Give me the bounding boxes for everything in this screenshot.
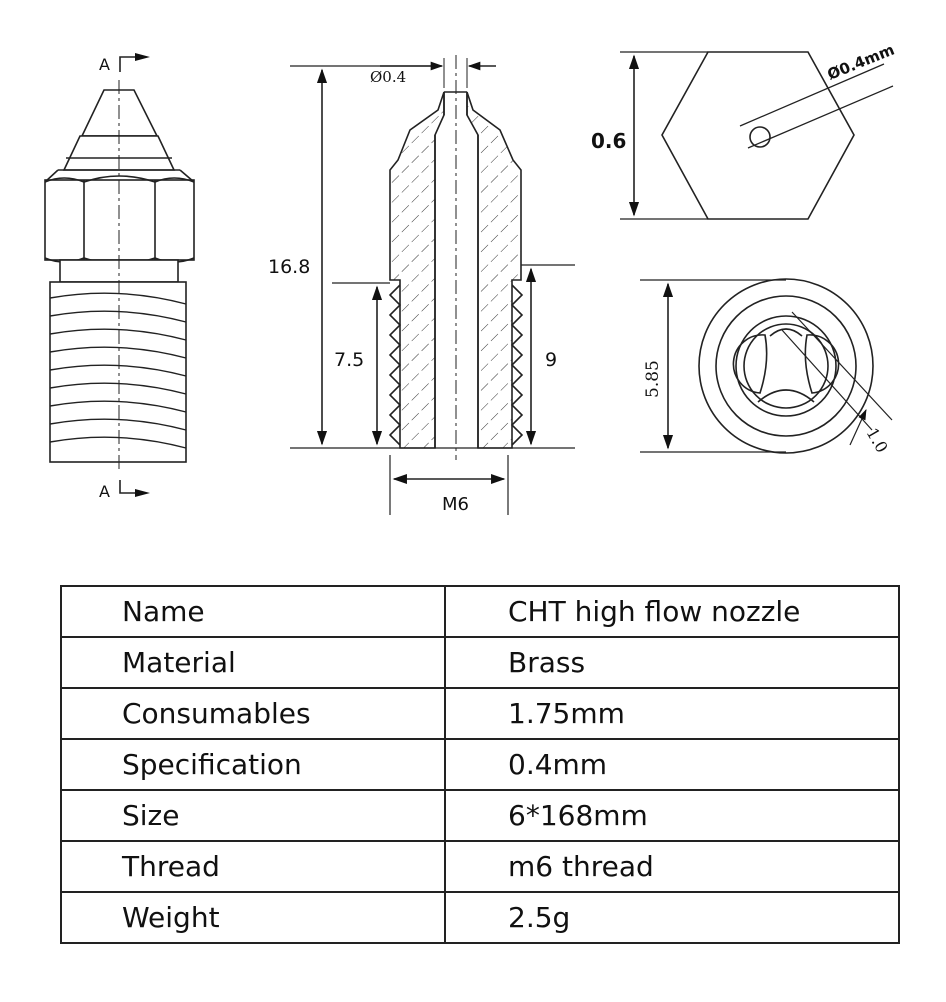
orifice-label: Ø0.4mm [825, 41, 897, 84]
spec-value: Brass [444, 636, 900, 689]
spec-value: m6 thread [444, 840, 900, 893]
channel-width-label: 1.0 [863, 425, 892, 457]
spec-value: CHT high flow nozzle [444, 585, 900, 638]
inlet-end-view [640, 278, 893, 454]
spec-label: Consumables [60, 687, 446, 740]
total-length-label: 16.8 [268, 256, 310, 278]
spec-label: Specification [60, 738, 446, 791]
spec-label: Thread [60, 840, 446, 893]
nozzle-external-view: A A [44, 53, 195, 501]
outer-diameter-label: 5.85 [643, 360, 663, 398]
thread-size-label: M6 [442, 494, 469, 515]
nozzle-cross-section [290, 55, 575, 515]
inner-length-label: 7.5 [334, 349, 364, 371]
hex-tip-view [620, 51, 894, 220]
hex-size-label: 0.6 [591, 129, 626, 153]
technical-drawing: A A [44, 41, 897, 515]
spec-label: Size [60, 789, 446, 842]
spec-label: Name [60, 585, 446, 638]
spec-label: Material [60, 636, 446, 689]
section-marker-top: A [99, 55, 110, 74]
spec-value: 0.4mm [444, 738, 900, 791]
spec-label: Weight [60, 891, 446, 944]
spec-value: 1.75mm [444, 687, 900, 740]
spec-value: 6*168mm [444, 789, 900, 842]
spec-value: 2.5g [444, 891, 900, 944]
bore-diameter-label: Ø0.4 [370, 68, 406, 86]
section-marker-bottom: A [99, 482, 110, 501]
thread-length-label: 9 [545, 349, 557, 371]
